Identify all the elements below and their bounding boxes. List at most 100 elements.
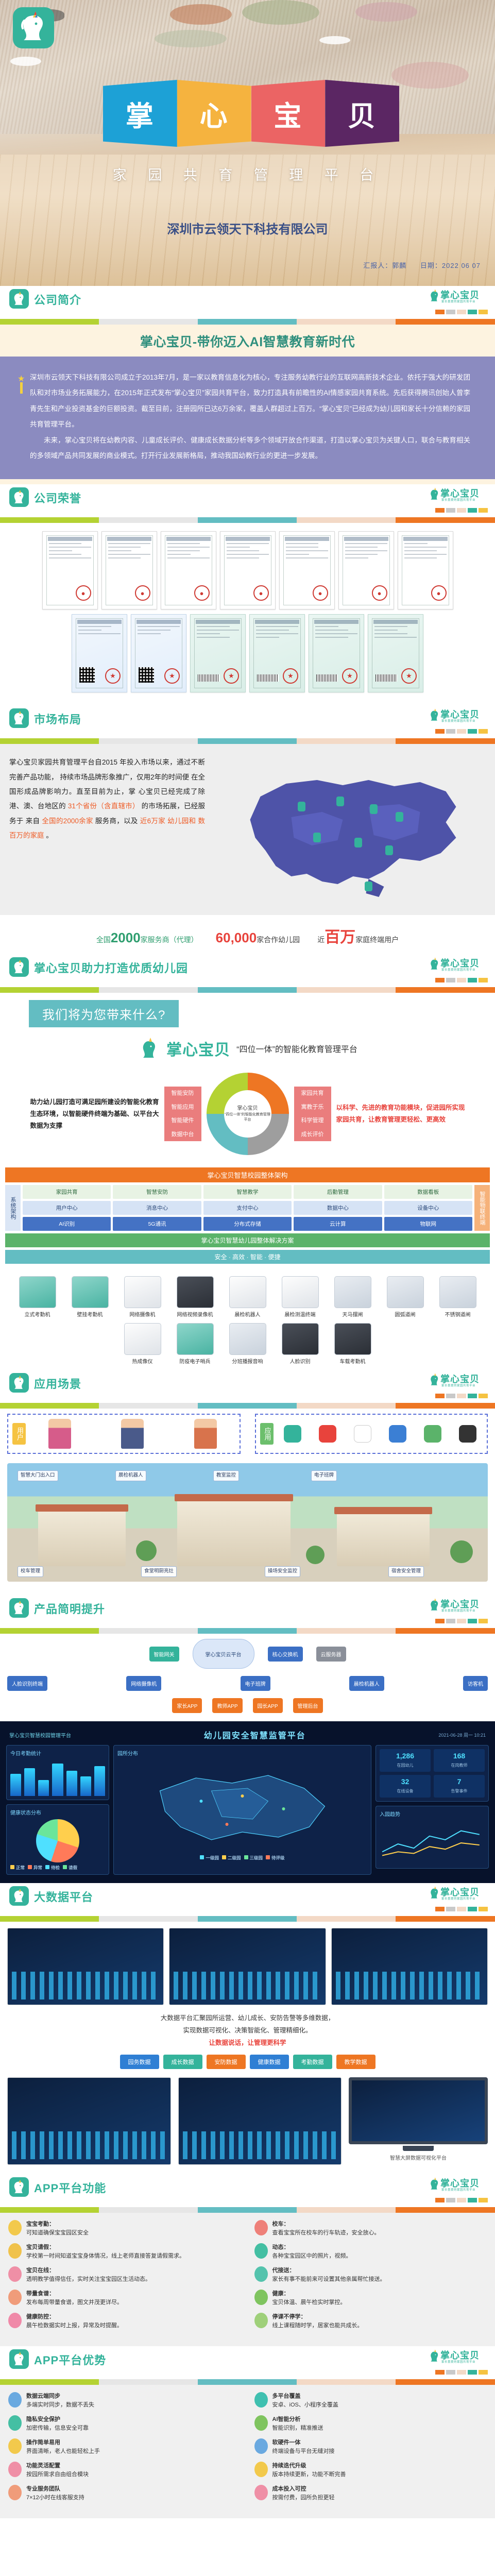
device-item: 立式考勤机 — [14, 1276, 61, 1318]
pickup-proxy-icon — [254, 2266, 268, 2282]
device-item: 不锈钢道闸 — [434, 1276, 482, 1318]
map-pin — [298, 802, 305, 812]
mini-brand-name: 掌心宝贝 — [440, 2350, 480, 2361]
scene-label: 校车管理 — [18, 1566, 44, 1578]
brand-swatches — [435, 1394, 488, 1399]
intro-title: 掌心宝贝-带你迈入AI智慧教育新时代 — [140, 335, 355, 349]
app-icon-row — [278, 1425, 483, 1443]
device-label: 立式考勤机 — [24, 1312, 50, 1318]
topo-node: 电子班牌 — [240, 1676, 270, 1691]
dashboard-datetime: 2021-06-28 周一 10:21 — [438, 1732, 486, 1738]
scene-label: 晨检机器人 — [115, 1470, 146, 1482]
notification-icon — [254, 2312, 268, 2328]
feature-desc: 透明教学值得信任，实时关注宝宝园区生活动态。 — [26, 2276, 151, 2282]
app-admin-icon — [388, 1425, 406, 1443]
left-chip-group: 智能安防 智能应用 智能硬件 数据中台 — [164, 1087, 201, 1142]
rainbow-divider — [0, 1916, 495, 1922]
topo-node: 家长APP — [172, 1698, 202, 1714]
card-title: 入园趋势 — [380, 1812, 400, 1818]
brand-unicorn-icon — [21, 11, 43, 40]
brand-unicorn-icon — [431, 1598, 438, 1611]
dashboard-brand: 掌心宝贝智慧校园管理平台 — [9, 1733, 71, 1739]
advantage-title: 持续迭代升级 — [272, 2463, 306, 2469]
brand-logo — [13, 7, 54, 48]
topo-node: 晨检机器人 — [349, 1676, 384, 1691]
floor-photo — [0, 155, 495, 286]
hero-reporter: 汇报人：郭麟 — [363, 262, 407, 269]
mini-brand-name: 掌心宝贝 — [440, 958, 480, 969]
mini-brand-name: 掌心宝贝 — [440, 2178, 480, 2189]
health-pie-chart — [36, 1819, 79, 1863]
feature-title: 停课不停学： — [272, 2313, 306, 2320]
feature-item: 宝贝请假：学校第一时间知道宝宝身体情况，线上老师直接答复请假需求。 — [8, 2243, 241, 2261]
feature-desc: 晨午检数据实时上报，异常及时提醒。 — [26, 2322, 123, 2329]
market-line-5: 心宝贝已经完成了除港、澳、台地区的 — [9, 787, 205, 810]
advantage-desc: 终端设备与平台无缝对接 — [272, 2448, 335, 2455]
advantage-item: 成本投入可控按需付费，园所负担更轻 — [254, 2485, 487, 2502]
mini-brand-slogan: 家长喜爱的家园共育平台 — [441, 720, 476, 723]
bigdata-shot — [7, 2077, 171, 2165]
person-teacher-icon — [48, 1419, 71, 1449]
card-title: 园所分布 — [117, 1751, 138, 1757]
advantage-title: 成本投入可控 — [272, 2486, 306, 2493]
arch-cell: 支付中心 — [203, 1201, 292, 1215]
mini-brand-logo: 掌心宝贝 家长喜爱的家园共育平台 — [427, 485, 488, 508]
app-features-right-column: 校车：查看宝宝所在校车的行车轨迹，安全放心。 动态：各种宝宝园区中的照片，视频。… — [254, 2219, 487, 2336]
privacy-icon — [8, 2415, 22, 2431]
monitor-screen — [349, 2077, 488, 2144]
accent-bar — [20, 382, 23, 394]
market-line-3: 持续市场品牌形象推广，仅用2年的时间便 — [60, 773, 190, 781]
advantage-desc: 安卓、iOS、小程序全覆盖 — [272, 2402, 338, 2409]
section-header-quality: 掌心宝贝助力打造优质幼儿园 掌心宝贝 家长喜爱的家园共育平台 — [0, 954, 495, 988]
brand-unicorn-icon — [14, 960, 24, 974]
mini-brand-logo: 掌心宝贝 家长喜爱的家园共育平台 — [427, 2347, 488, 2370]
arch-cell: 消息中心 — [113, 1201, 201, 1215]
bigdata-shot — [331, 1928, 488, 2006]
scene-label: 操场安全监控 — [265, 1566, 301, 1578]
hero-title-char-1: 掌 — [103, 80, 177, 147]
mini-brand-name: 掌心宝贝 — [440, 709, 480, 720]
feature-desc: 学校第一时间知道宝宝身体情况，线上老师直接答复请假需求。 — [26, 2252, 185, 2259]
advantage-title: 操作简单易用 — [26, 2439, 60, 2446]
device-image — [124, 1276, 161, 1309]
advantage-title: 专业服务团队 — [26, 2486, 60, 2493]
dashboard-pie-card: 健康状态分布 正常 异常 待检 请假 — [6, 1804, 109, 1875]
user-illustrations — [30, 1419, 235, 1449]
bigdata-screenshots — [7, 1928, 488, 2006]
person-parent-icon — [194, 1419, 217, 1449]
section-badge-icon — [9, 1598, 29, 1618]
advantage-title: 数据云端同步 — [26, 2393, 60, 2399]
bigdata-shot — [178, 2077, 342, 2165]
device-image — [71, 1276, 109, 1309]
card-title: 今日考勤统计 — [10, 1751, 41, 1757]
device-item: 网络摄像机 — [119, 1276, 166, 1318]
feature-item: 健康：宝贝体温、晨午检实时掌控。 — [254, 2289, 487, 2307]
mini-brand-slogan: 家长喜爱的家园共育平台 — [441, 969, 476, 972]
chip-item: 成长评价 — [294, 1127, 331, 1142]
feature-title: 代接送： — [272, 2267, 295, 2274]
dashboard-trend-card: 入园趋势 — [375, 1806, 489, 1869]
app-teacher-icon — [283, 1425, 301, 1443]
stat-kindergartens: 60,000家合作幼儿园 — [216, 930, 300, 946]
certificate-item: ★ — [72, 614, 127, 693]
bigdata-tag: 成长数据 — [163, 2054, 202, 2069]
custom-icon — [8, 2462, 22, 2478]
monitor-mockup: 智慧大屏数据可视化平台 — [349, 2077, 488, 2165]
advantage-item: 软硬件一体终端设备与平台无缝对接 — [254, 2438, 487, 2456]
architecture-title: 掌心宝贝智慧校园整体架构 — [5, 1167, 490, 1183]
stat-suffix: 家合作幼儿园 — [257, 936, 300, 944]
hero-banner: 掌 心 宝 贝 家 园 共 育 管 理 平 台 深圳市云领天下科技有限公司 汇报… — [0, 0, 495, 286]
star-icon: ★ — [18, 375, 25, 383]
arch-cell: 数据中心 — [294, 1201, 382, 1215]
advantage-item: 功能灵活配置按园所需求自由组合模块 — [8, 2462, 241, 2479]
brand-unicorn-icon — [14, 711, 24, 725]
map-pin — [336, 796, 344, 807]
bigdata-tag: 教学数据 — [336, 2054, 375, 2069]
cost-icon — [254, 2485, 268, 2501]
bigdata-shot — [7, 1928, 164, 2006]
platform-tagline: 掌心宝贝 “四位一体”的智能化教育管理平台 — [0, 1036, 495, 1061]
brand-unicorn-icon — [431, 2349, 438, 2362]
